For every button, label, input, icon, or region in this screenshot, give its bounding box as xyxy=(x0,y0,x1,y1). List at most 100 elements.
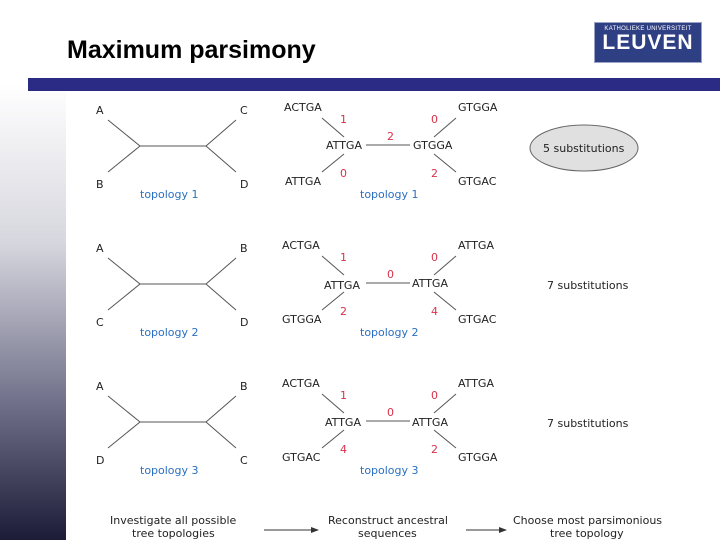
leaf-sequence: GTGGA xyxy=(458,451,498,464)
substitution-total: 5 substitutions xyxy=(543,142,625,155)
tree-branch xyxy=(205,395,237,423)
tree-branch xyxy=(205,145,237,173)
ancestral-sequence: ATTGA xyxy=(324,279,360,292)
leaf-sequence: GTGGA xyxy=(458,101,498,114)
logo-name: LEUVEN xyxy=(602,31,694,54)
university-logo: KATHOLIEKE UNIVERSITEIT LEUVEN xyxy=(594,22,702,63)
substitution-count: 0 xyxy=(387,268,394,281)
tree-branch xyxy=(321,117,345,138)
tree-branch xyxy=(107,145,141,173)
reconstruction-topology-2: ACTGA ATTGA GTGGA GTGAC ATTGA ATTGA 1 0 … xyxy=(282,239,497,339)
step-1-line-1: Investigate all possible xyxy=(110,514,237,527)
substitution-count: 0 xyxy=(431,113,438,126)
tree-branch xyxy=(433,153,457,173)
ancestral-sequence: ATTGA xyxy=(326,139,362,152)
tree-branch xyxy=(205,421,237,449)
leaf-sequence: ATTGA xyxy=(285,175,321,188)
step-3-line-1: Choose most parsimonious xyxy=(513,514,662,527)
substitution-count: 0 xyxy=(431,389,438,402)
ancestral-sequence: ATTGA xyxy=(325,416,361,429)
substitution-total: 7 substitutions xyxy=(547,279,629,292)
reconstruction-topology-3: ACTGA ATTGA GTGAC GTGGA ATTGA ATTGA 1 0 … xyxy=(282,377,498,477)
logo-university-line: KATHOLIEKE UNIVERSITEIT xyxy=(604,26,692,32)
leaf-label: C xyxy=(96,316,104,329)
tree-branch xyxy=(107,395,141,423)
substitution-count: 2 xyxy=(340,305,347,318)
tree-branch xyxy=(433,291,457,311)
substitution-count: 4 xyxy=(431,305,438,318)
substitution-count: 2 xyxy=(387,130,394,143)
tree-branch xyxy=(433,117,457,138)
leaf-sequence: ACTGA xyxy=(284,101,322,114)
tree-branch xyxy=(321,291,345,311)
tree-branch xyxy=(433,255,457,276)
leaf-label: A xyxy=(96,380,104,393)
header-bar xyxy=(28,78,720,91)
leaf-label: D xyxy=(96,454,104,467)
substitution-count: 1 xyxy=(340,251,347,264)
topology-label: topology 3 xyxy=(140,464,199,477)
substitution-count: 4 xyxy=(340,443,347,456)
tree-branch xyxy=(205,257,237,285)
tree-branch xyxy=(107,119,141,147)
topology-label: topology 1 xyxy=(140,188,199,201)
step-2-line-1: Reconstruct ancestral xyxy=(328,514,448,527)
leaf-label: B xyxy=(240,380,248,393)
leaf-sequence: ATTGA xyxy=(458,377,494,390)
substitution-total: 7 substitutions xyxy=(547,417,629,430)
row-3: A B D C topology 3 ACTGA ATTGA GTGAC GTG… xyxy=(96,377,629,477)
topology-label: topology 2 xyxy=(360,326,419,339)
leaf-sequence: GTGGA xyxy=(282,313,322,326)
topology-label: topology 2 xyxy=(140,326,199,339)
tree-branch xyxy=(107,257,141,285)
ancestral-sequence: ATTGA xyxy=(412,416,448,429)
tree-branch xyxy=(433,429,457,449)
leaf-sequence: GTGAC xyxy=(282,451,321,464)
leaf-sequence: ACTGA xyxy=(282,377,320,390)
step-2-line-2: sequences xyxy=(358,527,417,540)
leaf-label: C xyxy=(240,104,248,117)
substitution-count: 0 xyxy=(431,251,438,264)
step-3-line-2: tree topology xyxy=(550,527,624,540)
substitution-count: 0 xyxy=(387,406,394,419)
topology-label: topology 1 xyxy=(360,188,419,201)
leaf-label: C xyxy=(240,454,248,467)
tree-topology-1: A C B D topology 1 xyxy=(96,104,248,201)
ancestral-sequence: ATTGA xyxy=(412,277,448,290)
sidebar-gradient xyxy=(0,84,66,540)
leaf-label: D xyxy=(240,178,248,191)
tree-branch xyxy=(107,421,141,449)
substitution-count: 2 xyxy=(431,167,438,180)
ancestral-sequence: GTGGA xyxy=(413,139,453,152)
tree-branch xyxy=(321,393,345,414)
workflow-steps: Investigate all possible tree topologies… xyxy=(110,514,662,540)
slide-title: Maximum parsimony xyxy=(67,36,316,64)
tree-branch xyxy=(321,429,345,449)
topology-label: topology 3 xyxy=(360,464,419,477)
reconstruction-topology-1: ACTGA GTGGA ATTGA GTGAC ATTGA GTGGA 1 0 … xyxy=(284,101,498,201)
leaf-sequence: GTGAC xyxy=(458,175,497,188)
substitution-count: 1 xyxy=(340,113,347,126)
leaf-sequence: GTGAC xyxy=(458,313,497,326)
tree-topology-2: A B C D topology 2 xyxy=(96,242,248,339)
row-1: A C B D topology 1 ACTGA GTGGA ATTGA GTG… xyxy=(96,101,639,201)
tree-branch xyxy=(433,393,457,414)
tree-topology-3: A B D C topology 3 xyxy=(96,380,248,477)
substitution-count: 2 xyxy=(431,443,438,456)
tree-branch xyxy=(321,255,345,276)
leaf-sequence: ACTGA xyxy=(282,239,320,252)
best-result-highlight xyxy=(529,124,639,172)
substitution-count: 1 xyxy=(340,389,347,402)
tree-branch xyxy=(205,283,237,311)
leaf-label: A xyxy=(96,104,104,117)
leaf-label: D xyxy=(240,316,248,329)
substitution-count: 0 xyxy=(340,167,347,180)
step-1-line-2: tree topologies xyxy=(132,527,215,540)
tree-branch xyxy=(205,119,237,147)
leaf-sequence: ATTGA xyxy=(458,239,494,252)
leaf-label: B xyxy=(96,178,104,191)
tree-branch xyxy=(107,283,141,311)
leaf-label: A xyxy=(96,242,104,255)
row-2: A B C D topology 2 ACTGA ATTGA GTGGA GTG… xyxy=(96,239,629,339)
